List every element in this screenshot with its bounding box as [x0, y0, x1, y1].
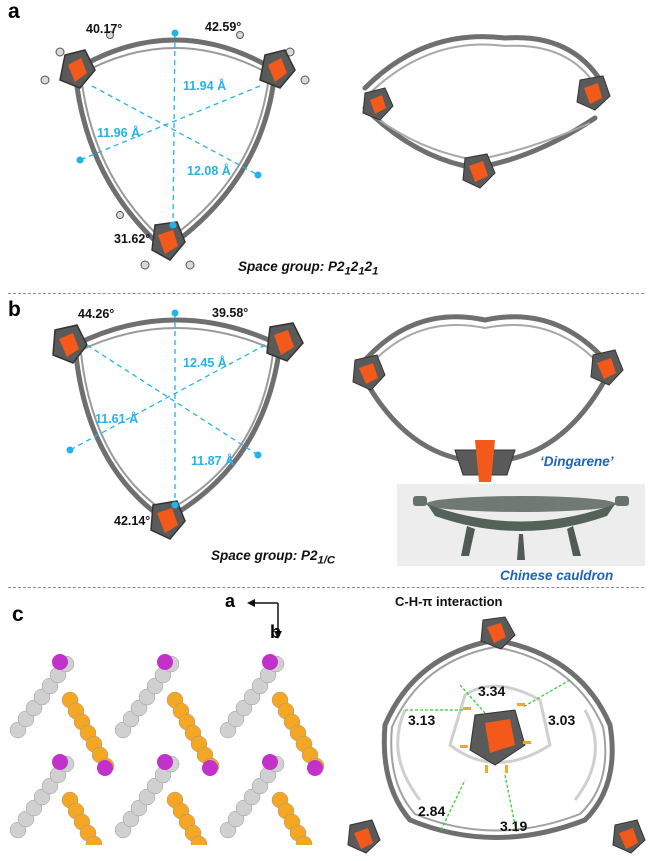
separator-2 [8, 587, 644, 588]
contact-distance-5: 3.19 [500, 818, 528, 834]
contact-distance-3: 3.03 [548, 712, 576, 728]
panel-b-angle-bottom: 42.14° [114, 514, 151, 528]
axis-b-label: b [270, 622, 281, 642]
axis-indicator [247, 599, 282, 639]
panel-a-macrocycle-side-view [362, 34, 611, 189]
panel-a-angle-top-left: 40.17° [86, 22, 123, 36]
panel-a-angle-top-right: 42.59° [205, 20, 242, 34]
panel-a-distance-2: 11.96 Å [97, 126, 141, 140]
crystal-packing [9, 654, 325, 845]
panel-b-letter: b [8, 298, 21, 321]
panel-b-distance-3: 11.87 Å [191, 454, 235, 468]
ch-pi-interaction-structure [347, 616, 646, 854]
panel-b-macrocycle-top-view [52, 309, 304, 540]
contact-distance-4: 2.84 [418, 803, 446, 819]
panel-b-space-group: Space group: P21/C [211, 548, 336, 567]
chinese-cauldron-label: Chinese cauldron [500, 568, 614, 583]
panel-a-letter: a [8, 0, 20, 23]
panel-a-space-group: Space group: P212121 [238, 259, 379, 278]
panel-b-macrocycle-side-view [352, 314, 624, 482]
panel-c-letter: c [12, 603, 24, 626]
panel-a-angle-bottom: 31.62° [114, 232, 151, 246]
interaction-title: C-H-π interaction [395, 594, 503, 609]
panel-b-angle-top-right: 39.58° [212, 306, 249, 320]
chinese-cauldron-photo [397, 484, 645, 566]
panel-a-macrocycle-top-view [40, 29, 310, 270]
contact-distance-1: 3.34 [478, 683, 506, 699]
panel-b-distance-2: 11.61 Å [95, 412, 139, 426]
separator-1 [8, 293, 644, 294]
panel-b-distance-1: 12.45 Å [183, 356, 227, 370]
dingarene-label: ‘Dingarene’ [540, 454, 614, 469]
contact-distance-2: 3.13 [408, 712, 436, 728]
axis-a-label: a [225, 591, 236, 611]
panel-a-distance-1: 11.94 Å [183, 79, 227, 93]
panel-b-angle-top-left: 44.26° [78, 307, 115, 321]
panel-a-distance-3: 12.08 Å [187, 164, 231, 178]
